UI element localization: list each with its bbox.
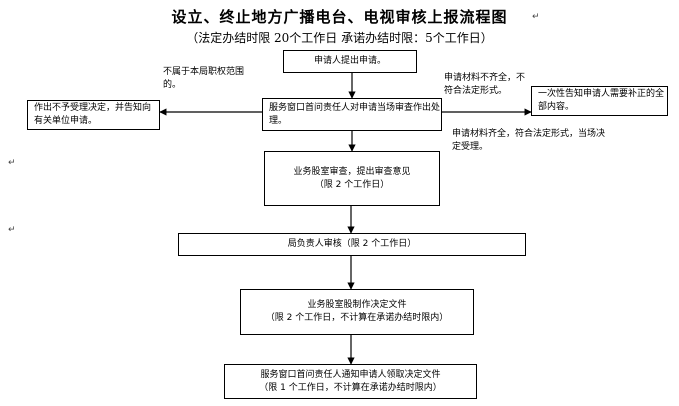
node-leader-review: 局负责人审核（限 2 个工作日） bbox=[178, 233, 526, 256]
paragraph-mark-icon: ↵ bbox=[532, 12, 540, 22]
node-notify-applicant-line2: （限 1 个工作日，不计算在承诺办结时限内） bbox=[259, 382, 442, 393]
node-dept-review-line2: （限 2 个工作日） bbox=[314, 179, 390, 190]
page-subtitle: （法定办结时限 20个工作日 承诺办结时限：5个工作日） bbox=[186, 31, 493, 45]
edge-label-incomplete: 申请材料不齐全，不符合法定形式。 bbox=[444, 73, 526, 96]
edge-label-complete: 申请材料齐全，符合法定形式，当场决定受理。 bbox=[452, 129, 606, 152]
node-reject: 作出不予受理决定，并告知向有关单位申请。 bbox=[27, 100, 160, 130]
node-leader-review-text: 局负责人审核（限 2 个工作日） bbox=[287, 239, 417, 249]
node-window-review: 服务窗口首问责任人对申请当场审查作出处理。 bbox=[262, 98, 442, 131]
node-reject-text: 作出不予受理决定，并告知向有关单位申请。 bbox=[34, 103, 152, 126]
node-window-review-text: 服务窗口首问责任人对申请当场审查作出处理。 bbox=[269, 102, 441, 126]
node-dept-review: 业务股室审查，提出审查意见 （限 2 个工作日） bbox=[264, 151, 440, 206]
node-apply-text: 申请人提出申请。 bbox=[313, 56, 386, 66]
node-make-document-line2: （限 2 个工作日，不计算在承诺办结时限内） bbox=[265, 313, 449, 323]
paragraph-mark-icon: ↵ bbox=[8, 225, 16, 235]
paragraph-mark-icon: ↵ bbox=[8, 158, 16, 168]
node-dept-review-line1: 业务股室审查，提出审查意见 bbox=[293, 166, 411, 177]
page-title: 设立、终止地方广播电台、电视审核上报流程图 bbox=[171, 8, 508, 26]
node-make-document: 业务股室股制作决定文件 （限 2 个工作日，不计算在承诺办结时限内） bbox=[240, 289, 474, 335]
edge-label-not-in-scope: 不属于本局职权范围的。 bbox=[163, 67, 245, 90]
node-one-time-notice-text: 一次性告知申请人需要补正的全部内容。 bbox=[538, 89, 665, 112]
node-notify-applicant-line1: 服务窗口首问责任人通知申请人领取决定文件 bbox=[260, 369, 441, 380]
node-apply: 申请人提出申请。 bbox=[283, 50, 417, 73]
node-one-time-notice: 一次性告知申请人需要补正的全部内容。 bbox=[531, 86, 668, 116]
node-notify-applicant: 服务窗口首问责任人通知申请人领取决定文件 （限 1 个工作日，不计算在承诺办结时… bbox=[224, 364, 477, 399]
node-make-document-line1: 业务股室股制作决定文件 bbox=[307, 300, 407, 310]
